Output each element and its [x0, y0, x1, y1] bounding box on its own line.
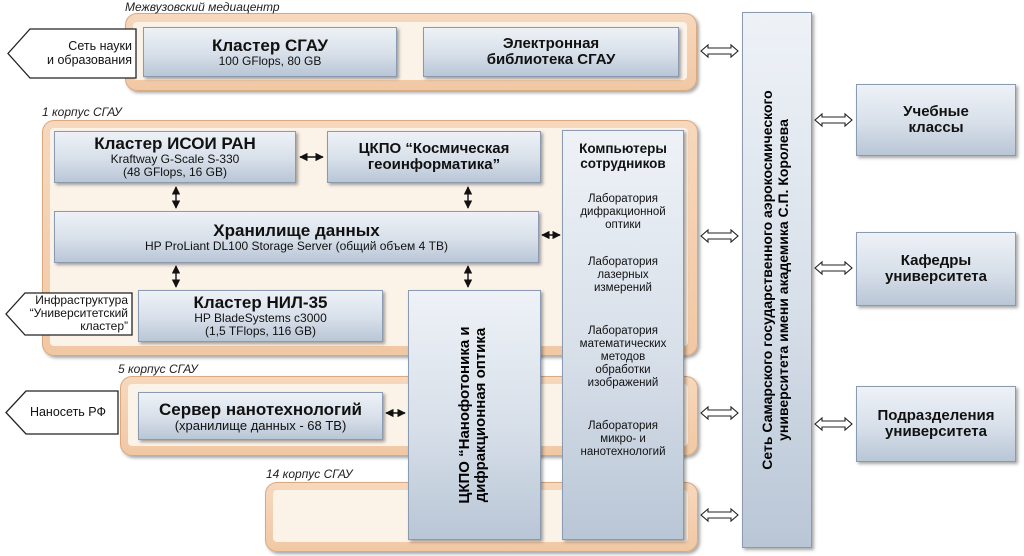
chairs-line1: Кафедры: [900, 252, 972, 269]
study-classes-line2: классы: [908, 119, 964, 136]
study-classes-line1: Учебные: [903, 103, 969, 120]
staff-title-2: сотрудников: [580, 156, 666, 171]
cluster-nil35-spec: (1,5 TFlops, 116 GB): [205, 324, 316, 338]
e-library-line1: Электронная: [502, 35, 600, 52]
nano-server: Сервер нанотехнологий (хранилище данных …: [138, 392, 383, 440]
staff-title-1: Компьютеры: [579, 141, 667, 156]
university-chairs: Кафедры университета: [856, 232, 1016, 306]
e-library-line2: библиотека СГАУ: [486, 51, 616, 68]
zone-building14-label: 14 корпус СГАУ: [266, 467, 353, 481]
nanonet-label: Наносеть РФ: [29, 405, 106, 419]
cluster-nil35: Кластер НИЛ-35 HP BladeSystems c3000 (1,…: [138, 290, 383, 342]
nano-server-spec: (хранилище данных - 68 TB): [174, 417, 347, 433]
cluster-sgau: Кластер СГАУ 100 GFlops, 80 GB: [143, 27, 397, 77]
ckpo-space-line2: геоинформатика”: [367, 156, 501, 173]
divisions-line2: университета: [885, 423, 987, 440]
storage-spec: HP ProLiant DL100 Storage Server (общий …: [145, 238, 448, 253]
storage: Хранилище данных HP ProLiant DL100 Stora…: [54, 211, 539, 263]
hollow-arrows: [700, 43, 853, 523]
nanonet-outlet-shape: [5, 390, 119, 435]
zone-building1-label: 1 корпус СГАУ: [42, 105, 122, 119]
storage-title: Хранилище данных: [213, 220, 380, 240]
zone-mediacenter-label: Межвузовский медиацентр: [125, 0, 280, 14]
cluster-nil35-title: Кластер НИЛ-35: [193, 293, 328, 312]
ckpo-space-line1: ЦКПО “Космическая: [358, 140, 510, 157]
cluster-isoi-title: Кластер ИСОИ РАН: [94, 134, 256, 153]
ckpo-space: ЦКПО “Космическая геоинформатика”: [327, 131, 541, 183]
nano-server-title: Сервер нанотехнологий: [158, 399, 363, 419]
infra-outlet-shape: [5, 292, 133, 336]
cluster-sgau-title: Кластер СГАУ: [211, 35, 329, 55]
cluster-isoi-spec: (48 GFlops, 16 GB): [122, 165, 228, 179]
university-divisions: Подразделения университета: [856, 386, 1016, 462]
ckpo-nanophotonics: [408, 290, 541, 540]
cluster-isoi-model: Kraftway G-Scale S-330: [110, 152, 240, 166]
chairs-line2: университета: [885, 268, 987, 285]
divisions-line1: Подразделения: [877, 407, 995, 424]
university-network: [742, 12, 812, 548]
cluster-sgau-spec: 100 GFlops, 80 GB: [218, 53, 322, 68]
cluster-isoi: Кластер ИСОИ РАН Kraftway G-Scale S-330 …: [54, 131, 296, 183]
e-library: Электронная библиотека СГАУ: [423, 27, 679, 77]
study-classes: Учебные классы: [856, 84, 1016, 156]
science-net-outlet-shape: [7, 28, 137, 79]
zone-building5-label: 5 корпус СГАУ: [118, 362, 198, 376]
cluster-nil35-model: HP BladeSystems c3000: [194, 311, 327, 325]
